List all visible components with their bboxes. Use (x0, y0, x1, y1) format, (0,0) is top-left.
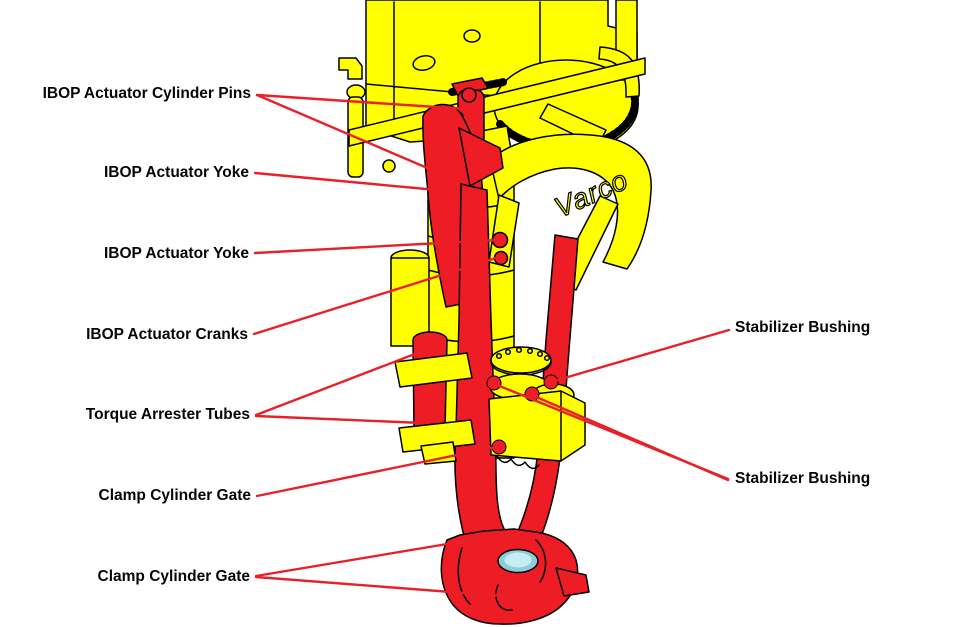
leader-line-ibop-actuator-yoke-lower (253, 238, 499, 255)
leader-line-torque-arrester-tubes (254, 414, 425, 425)
leader-line-clamp-cylinder-gate-upper (255, 445, 498, 498)
leader-line-stabilizer-bushing-upper (552, 328, 731, 383)
leader-line-ibop-actuator-yoke-upper (253, 171, 439, 192)
clamp-foot (555, 567, 590, 597)
leader-line-torque-arrester-tubes (254, 350, 422, 417)
stabilizer-bushing-dot-right (543, 374, 559, 390)
leader-lines (252, 93, 731, 599)
hook-bracket (598, 46, 640, 98)
ibop-cylinder-pin (461, 87, 477, 103)
clamp-body (440, 528, 590, 625)
torque-tube-plate-upper (394, 352, 473, 388)
stabilizer-bushing-dot-left (486, 375, 502, 391)
leader-line-ibop-actuator-cylinder-pins (255, 93, 434, 172)
pipe-elbow (338, 57, 363, 80)
torque-tube-plate-lower (398, 419, 476, 453)
bushing-bore-center (504, 552, 532, 568)
ibop-yoke-crossbar (458, 127, 504, 187)
leader-line-ibop-actuator-cranks (252, 256, 498, 336)
leader-line-stabilizer-bushing-lower (532, 394, 730, 482)
leader-line-ibop-actuator-cylinder-pins (255, 93, 468, 111)
leader-line-clamp-cylinder-gate-lower (254, 537, 479, 578)
leader-line-clamp-cylinder-gate-lower (254, 575, 518, 599)
top-gearbox (338, 0, 646, 178)
